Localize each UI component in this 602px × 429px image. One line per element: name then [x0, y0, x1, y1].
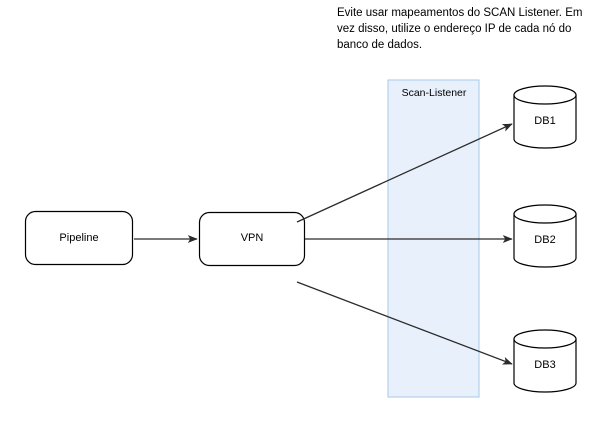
node-db1[interactable]	[513, 85, 577, 149]
edge-vpn-to-db1	[296, 123, 513, 223]
edge-vpn-to-db3	[296, 281, 513, 365]
node-label-pipeline: Pipeline	[59, 232, 99, 244]
node-label-db3: DB3	[534, 359, 556, 371]
node-label-scan-listener: Scan-Listener	[401, 87, 467, 99]
node-label-db2: DB2	[534, 234, 556, 246]
node-db3[interactable]	[513, 329, 577, 393]
annotation-note: Evite usar mapeamentos do SCAN Listener.…	[337, 7, 586, 51]
node-label-db1: DB1	[534, 115, 556, 127]
node-vpn[interactable]	[198, 211, 306, 267]
node-pipeline[interactable]	[24, 210, 134, 266]
node-db2[interactable]	[513, 204, 577, 268]
node-label-vpn: VPN	[240, 232, 264, 244]
